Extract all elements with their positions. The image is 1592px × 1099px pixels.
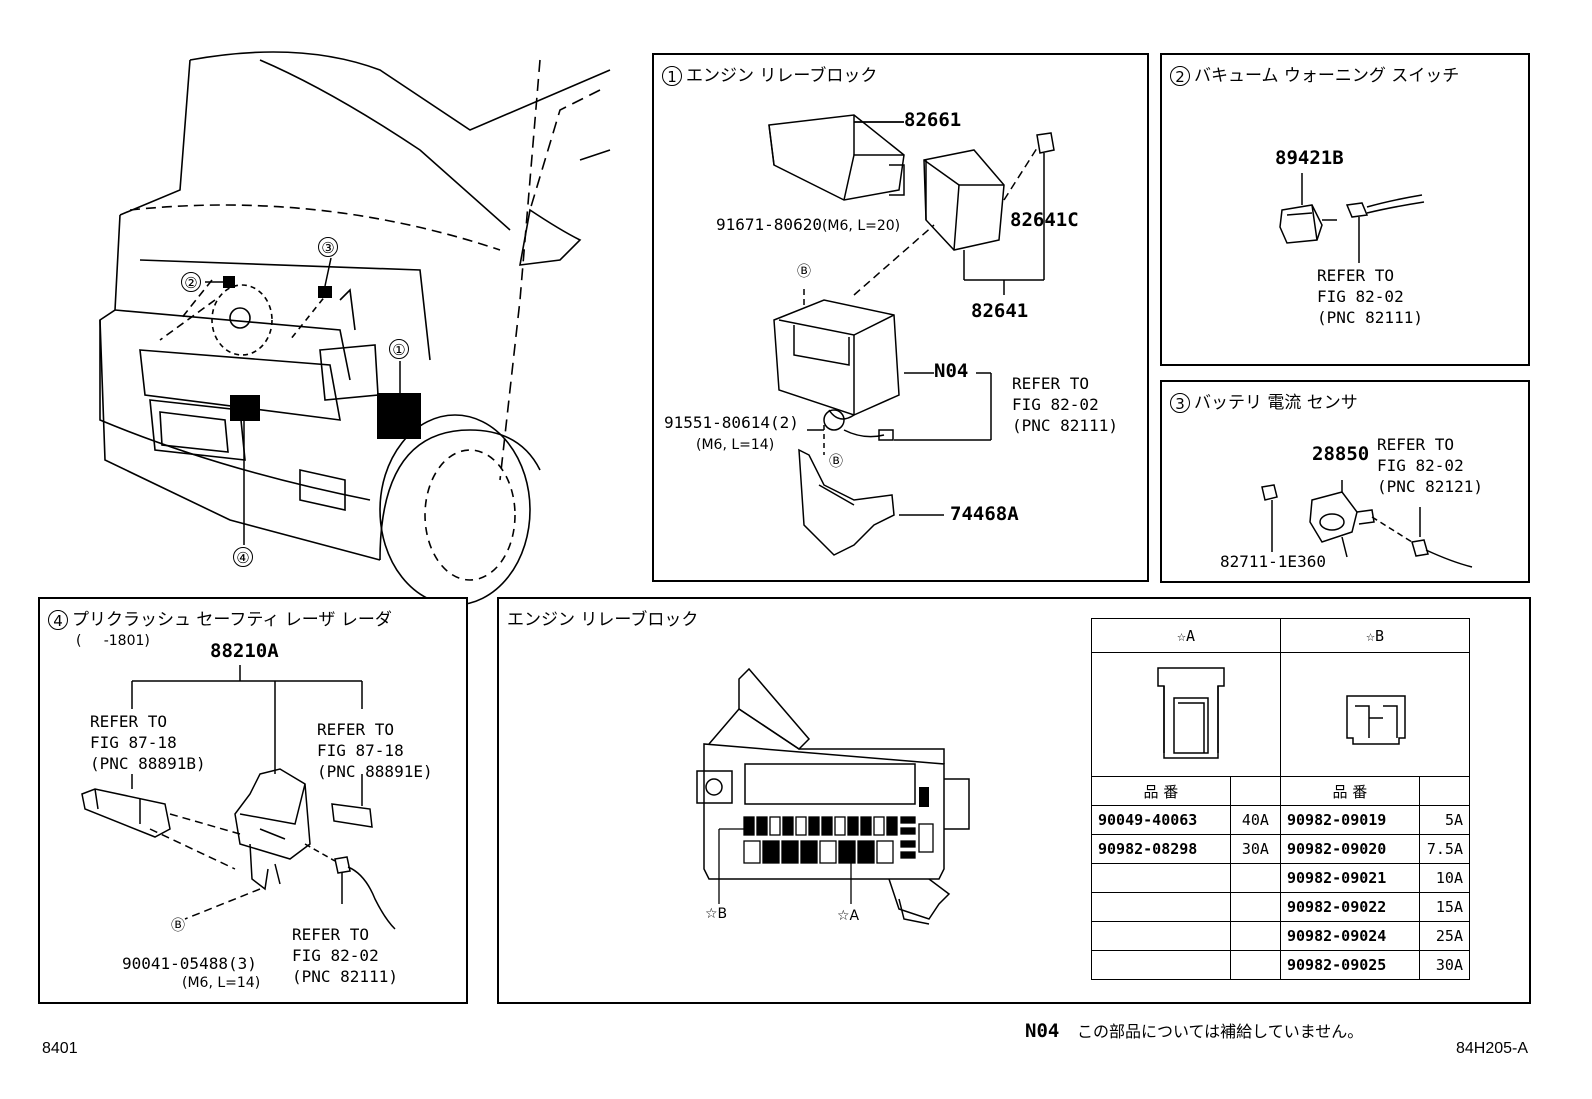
relay-block-drawing bbox=[768, 114, 1055, 556]
bolt-spec: (M6, L=14) bbox=[182, 975, 261, 991]
fuse-a-image-cell bbox=[1091, 652, 1281, 777]
fuse-type-a-icon bbox=[1157, 666, 1225, 759]
part-88210a: 88210A bbox=[210, 640, 279, 662]
part-74468a: 74468A bbox=[950, 503, 1019, 525]
marker-3 bbox=[318, 286, 332, 298]
page-code: 8401 bbox=[42, 1040, 78, 1057]
refer-fig-82-02: REFER TO FIG 82-02 (PNC 82111) bbox=[292, 925, 398, 986]
table-row: 90982-09025 30A bbox=[1091, 950, 1471, 980]
panel-relay-block-fuse-layout: エンジン リレーブロック bbox=[497, 597, 1531, 1004]
sensor-drawing bbox=[1261, 480, 1473, 568]
fuse-b-image-cell bbox=[1280, 652, 1470, 777]
part-82661: 82661 bbox=[904, 109, 962, 131]
col-header-part-no-a: 品 番 bbox=[1091, 776, 1231, 806]
marker-4 bbox=[230, 395, 260, 421]
table-row: 90982-08298 30A 90982-09020 7.5A bbox=[1091, 834, 1471, 864]
part-90041-05488: 90041-05488(3) bbox=[122, 954, 257, 973]
col-header-part-no-b: 品 番 bbox=[1280, 776, 1420, 806]
mark-b-2: Ⓑ bbox=[829, 454, 843, 470]
note-n04-label: N04 bbox=[934, 360, 969, 382]
marker-2 bbox=[223, 276, 235, 288]
panel-title: エンジン リレーブロック bbox=[507, 610, 699, 630]
fuse-layout-drawing bbox=[696, 667, 970, 925]
refer-fig-82-02: REFER TO FIG 82-02 (PNC 82111) bbox=[1012, 374, 1118, 435]
part-82641: 82641 bbox=[971, 300, 1029, 322]
part-91551-spec: (M6, L=14) bbox=[696, 437, 775, 453]
refer-fig-82-02: REFER TO FIG 82-02 (PNC 82111) bbox=[1317, 266, 1423, 327]
radar-drawing bbox=[81, 665, 396, 930]
label-star-a: ☆A bbox=[837, 908, 860, 924]
overview-callout-2: ② bbox=[181, 271, 205, 292]
part-89421b: 89421B bbox=[1275, 147, 1344, 169]
fuse-type-b-icon bbox=[1346, 694, 1406, 745]
switch-drawing bbox=[1279, 173, 1425, 263]
refer-fig-82-02: REFER TO FIG 82-02 (PNC 82121) bbox=[1377, 435, 1483, 496]
refer-fig-87-18-left: REFER TO FIG 87-18 (PNC 88891B) bbox=[90, 712, 206, 773]
refer-fig-87-18-right: REFER TO FIG 87-18 (PNC 88891E) bbox=[317, 720, 433, 781]
table-row: 90982-09021 10A bbox=[1091, 863, 1471, 893]
header-star-a: ☆A bbox=[1091, 618, 1281, 653]
figure-code: 84H205-A bbox=[1456, 1040, 1529, 1057]
part-82711-1e360: 82711-1E360 bbox=[1220, 552, 1326, 571]
table-row: 90049-40063 40A 90982-09019 5A bbox=[1091, 805, 1471, 835]
header-star-b: ☆B bbox=[1280, 618, 1470, 653]
mark-b: Ⓑ bbox=[171, 918, 185, 934]
table-row: 90982-09022 15A bbox=[1091, 892, 1471, 922]
overview-callout-3: ③ bbox=[318, 236, 342, 257]
table-row: 90982-09024 25A bbox=[1091, 921, 1471, 951]
part-91551: 91551-80614(2) bbox=[664, 413, 799, 432]
part-28850: 28850 bbox=[1312, 443, 1370, 465]
fuse-table: ☆A ☆B bbox=[1091, 618, 1471, 980]
vehicle-overview-drawing bbox=[99, 51, 611, 606]
serial-range: ( -1801) bbox=[76, 633, 150, 649]
part-91671: 91671-80620(M6, L=20) bbox=[716, 215, 901, 234]
part-82641c: 82641C bbox=[1010, 209, 1079, 231]
marker-1 bbox=[377, 393, 421, 439]
label-star-b: ☆B bbox=[705, 906, 728, 922]
overview-callout-1: ① bbox=[389, 338, 413, 359]
mark-b-1: Ⓑ bbox=[797, 264, 811, 280]
note-n04: N04 この部品については補給していません。 bbox=[1025, 1020, 1364, 1042]
overview-callout-4: ④ bbox=[233, 546, 257, 567]
